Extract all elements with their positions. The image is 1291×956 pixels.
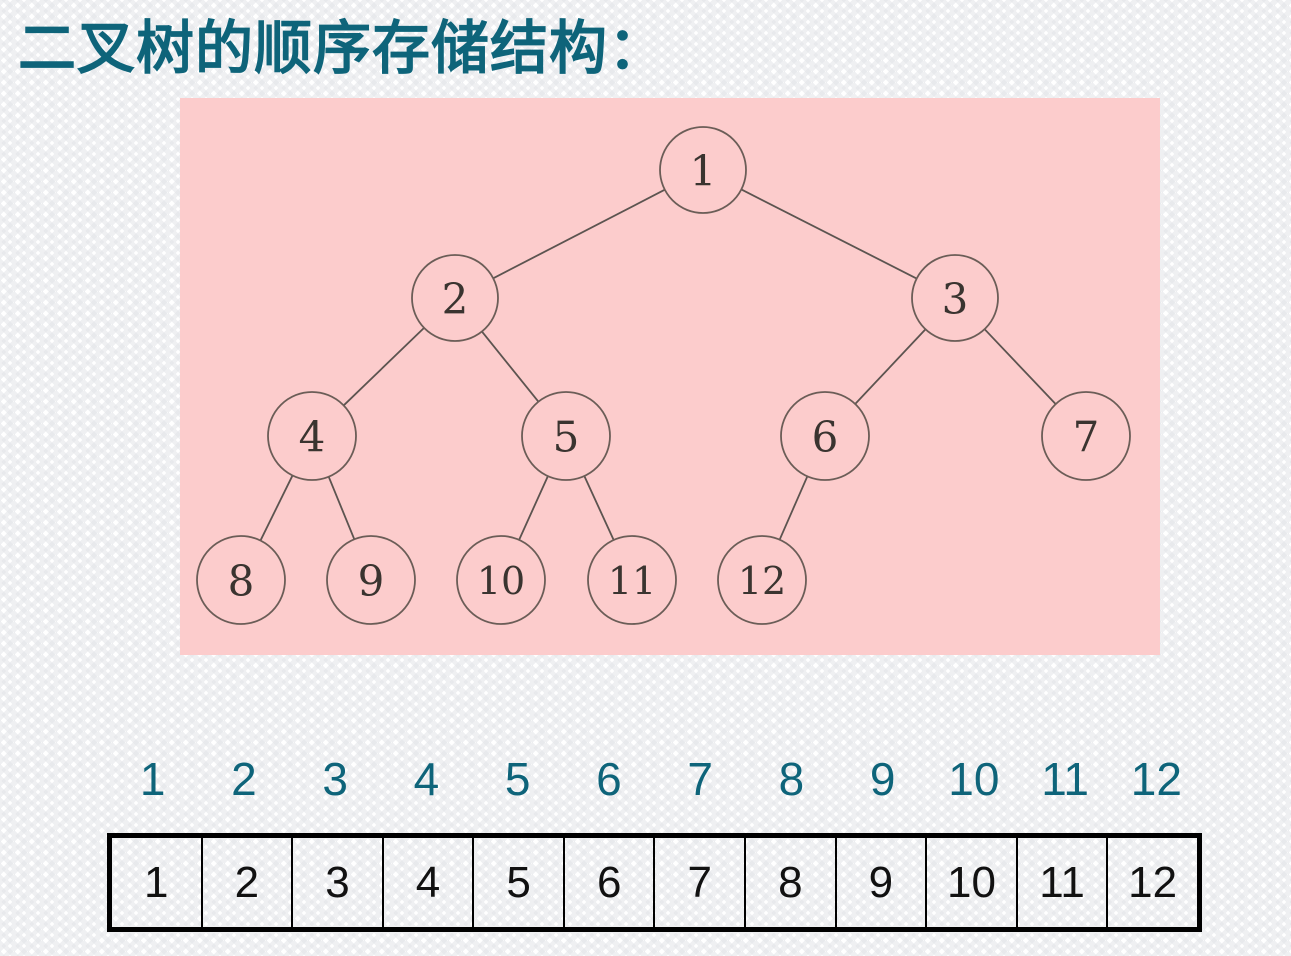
array-index-label: 10: [948, 753, 1000, 805]
array-index-label: 8: [778, 753, 805, 805]
array-index-label: 4: [413, 753, 440, 805]
tree-edge-group: [259, 188, 1057, 541]
tree-edge: [518, 475, 549, 541]
array-cell: 7: [655, 838, 747, 927]
tree-node-8: 8: [196, 535, 286, 625]
tree-node-circle: [1041, 391, 1131, 481]
array-cell: 12: [1128, 857, 1178, 907]
tree-node-12: 12: [717, 535, 807, 625]
tree-edge: [854, 328, 927, 405]
array-index-label: 12: [1130, 753, 1182, 805]
array-cell: 6: [565, 838, 656, 927]
tree-node-11: 11: [587, 535, 677, 625]
tree-node-label: 1: [690, 147, 717, 196]
tree-edge: [583, 475, 615, 541]
array-index-label: 9: [869, 753, 896, 805]
tree-node-label: 2: [442, 275, 469, 324]
array-index-label: 7: [687, 753, 713, 805]
array-index-label: 3: [322, 753, 348, 805]
array-cell: 10: [927, 838, 1018, 927]
tree-node-circle: [411, 254, 499, 342]
tree-edge: [983, 328, 1057, 405]
array-cell: 3: [293, 838, 384, 927]
tree-edge: [259, 475, 294, 541]
tree-node-circle: [911, 254, 999, 342]
array-index-label: 5: [504, 753, 531, 805]
tree-node-5: 5: [521, 391, 611, 481]
tree-node-label: 3: [942, 275, 969, 324]
tree-node-circle: [780, 391, 870, 481]
tree-node-6: 6: [780, 391, 870, 481]
tree-edge: [481, 330, 540, 403]
tree-node-label: 12: [738, 559, 786, 603]
tree-node-7: 7: [1041, 391, 1131, 481]
tree-node-9: 9: [326, 535, 416, 625]
array-cell: 8: [746, 838, 837, 927]
array-cell: 4: [384, 838, 475, 927]
array-cell: 2: [203, 838, 294, 927]
tree-node-circle: [267, 391, 357, 481]
array-index-label: 6: [596, 753, 622, 805]
tree-node-label: 8: [228, 557, 255, 606]
tree-edge: [778, 475, 809, 541]
array-cell: 5: [474, 838, 565, 927]
tree-node-10: 10: [456, 535, 546, 625]
tree-edge: [740, 188, 918, 280]
array-cell: 1: [112, 838, 203, 927]
tree-node-label: 9: [358, 557, 385, 606]
tree-node-label: 11: [608, 559, 656, 603]
tree-node-circle: [587, 535, 677, 625]
tree-node-circle: [196, 535, 286, 625]
tree-node-4: 4: [267, 391, 357, 481]
tree-node-circle: [717, 535, 807, 625]
array-index-label: 11: [1041, 753, 1089, 805]
tree-node-label: 10: [477, 559, 525, 603]
tree-edge: [343, 327, 425, 407]
tree-edge: [327, 476, 356, 540]
array-cell: 11: [1018, 838, 1109, 927]
tree-node-circle: [659, 126, 747, 214]
page-title: 二叉树的顺序存储结构：: [18, 14, 668, 82]
array-cell: 9: [837, 838, 928, 927]
tree-node-label: 4: [299, 413, 326, 462]
array-index-label: 2: [231, 753, 257, 805]
tree-node-circle: [521, 391, 611, 481]
tree-node-circle: [456, 535, 546, 625]
tree-node-label: 7: [1073, 413, 1100, 462]
tree-node-1: 1: [659, 126, 747, 214]
tree-node-2: 2: [411, 254, 499, 342]
array-index-label: 1: [139, 753, 166, 805]
tree-node-3: 3: [911, 254, 999, 342]
tree-node-label: 6: [812, 413, 839, 462]
tree-node-label: 5: [553, 413, 580, 462]
tree-edge: [492, 188, 666, 280]
tree-node-circle: [326, 535, 416, 625]
